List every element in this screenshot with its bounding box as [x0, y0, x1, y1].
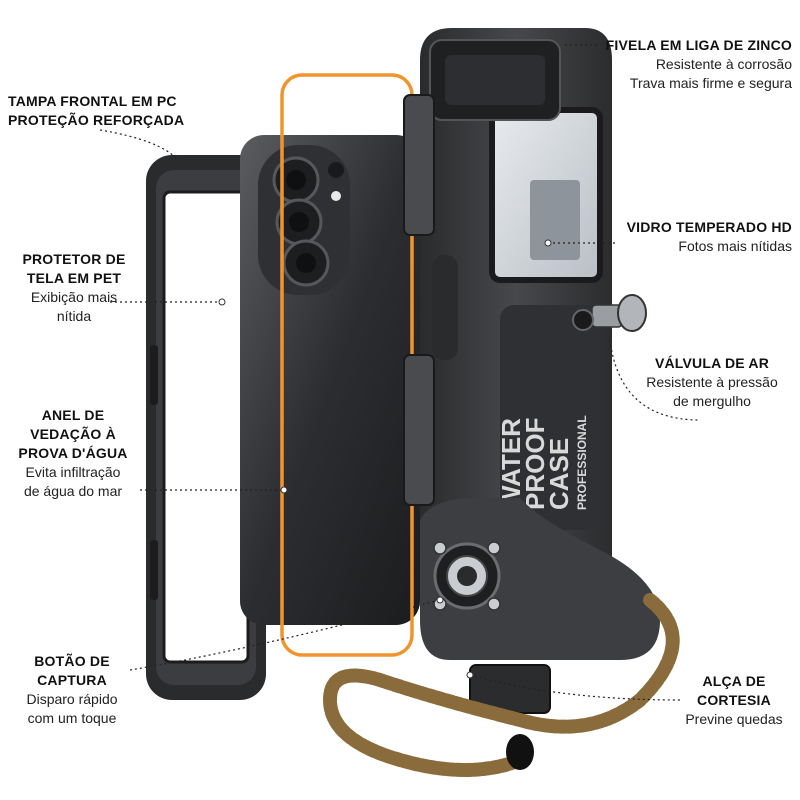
strap-title2: CORTESIA [697, 692, 771, 708]
front-cover-line2: PROTEÇÃO REFORÇADA [8, 112, 185, 128]
label-glass: VIDRO TEMPERADO HD Fotos mais nítidas [592, 218, 792, 256]
screen-protector-line1: Exibição mais [30, 289, 118, 305]
shutter-line2: com um toque [27, 710, 117, 726]
screen-protector-line2: nítida [56, 308, 92, 324]
leader-lines [99, 44, 701, 701]
label-seal-ring: ANEL DE VEDAÇÃO À PROVA D'ÁGUA Evita inf… [8, 406, 138, 501]
strap-line1: Previne quedas [685, 711, 783, 727]
leader-line-shutter [129, 599, 441, 671]
screen-protector-title1: PROTETOR DE [22, 251, 126, 267]
front-cover-line1: TAMPA FRONTAL EM PC [8, 93, 177, 109]
print-line4: PROFESSIONAL [575, 415, 589, 510]
product-print: WATER PROOF CASE PROFESSIONAL [496, 415, 589, 510]
label-buckle: FIVELA EM LIGA DE ZINCO Resistente à cor… [560, 36, 792, 93]
camera-lens-icon [272, 156, 344, 287]
strap-title1: ALÇA DE [702, 673, 766, 689]
air-valve-title: VÁLVULA DE AR [654, 355, 770, 371]
shutter-button-icon [433, 541, 501, 611]
buckle-line1: Resistente à corrosão [655, 56, 792, 72]
shutter-line1: Disparo rápido [26, 691, 118, 707]
label-screen-protector: PROTETOR DE TELA EM PET Exibição mais ní… [8, 250, 140, 326]
phone [240, 135, 420, 625]
glass-line1: Fotos mais nítidas [678, 238, 792, 254]
buckle-title: FIVELA EM LIGA DE ZINCO [605, 37, 792, 53]
label-strap: ALÇA DE CORTESIA Previne quedas [672, 672, 796, 729]
anchor-dots [218, 239, 552, 679]
strap-icon [322, 593, 680, 777]
buckle-line2: Trava mais firme e segura [629, 75, 792, 91]
glass-title: VIDRO TEMPERADO HD [626, 219, 792, 235]
air-valve-line2: de mergulho [673, 393, 751, 409]
leader-line-front-cover [99, 129, 179, 161]
seal-ring-line1: Evita infiltração [25, 464, 121, 480]
label-shutter: BOTÃO DE CAPTURA Disparo rápido com um t… [8, 652, 136, 728]
label-air-valve: VÁLVULA DE AR Resistente à pressão de me… [632, 354, 792, 411]
shutter-title2: CAPTURA [37, 672, 107, 688]
seal-ring-line2: de água do mar [23, 483, 123, 499]
seal-ring-title2: VEDAÇÃO À [30, 426, 116, 442]
air-valve-icon [572, 294, 647, 332]
shutter-title1: BOTÃO DE [34, 653, 110, 669]
print-line3: CASE [544, 438, 574, 510]
screen-protector-title2: TELA EM PET [26, 270, 122, 286]
air-valve-line1: Resistente à pressão [646, 374, 778, 390]
label-front-cover: TAMPA FRONTAL EM PC PROTEÇÃO REFORÇADA [8, 92, 208, 130]
grip [420, 498, 660, 660]
front-cover-frame [146, 155, 266, 700]
seal-ring-title1: ANEL DE [41, 407, 105, 423]
print-line1: WATER [496, 418, 526, 510]
seal-ring-title3: PROVA D'ÁGUA [18, 445, 128, 461]
print-line2: PROOF [520, 418, 550, 510]
